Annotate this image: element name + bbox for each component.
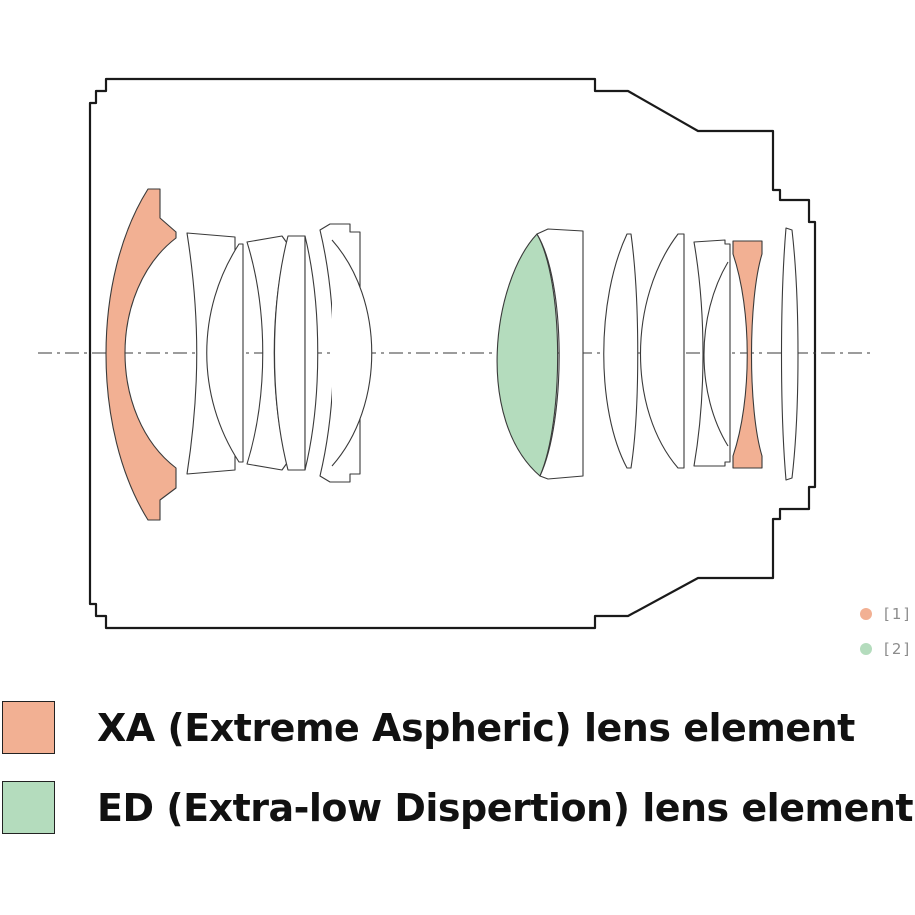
xa-lens-element [105,188,177,521]
legend-row-ed: ED (Extra-low Dispertion) lens element [0,781,914,834]
mini-legend-marker-2 [860,643,872,655]
mini-legend-marker-1 [860,608,872,620]
mini-legend-label-1: [1] [884,605,911,623]
lens-element [640,233,685,469]
legend-label-xa: XA (Extreme Aspheric) lens element [97,705,855,750]
lens-element [304,235,319,471]
lens-element [206,243,244,463]
lens-element [273,235,306,471]
lens-diagram: [1] [2] [38,77,911,658]
lens-element [703,261,729,447]
legend-label-ed: ED (Extra-low Dispertion) lens element [97,785,914,830]
lens-element [780,227,799,481]
legend-swatch-xa [2,701,55,754]
lens-element [331,239,373,467]
mini-legend-label-2: [2] [884,640,911,658]
lens-element [536,228,584,480]
lens-element [603,233,639,469]
legend-row-xa: XA (Extreme Aspheric) lens element [0,701,855,754]
legend-swatch-ed [2,781,55,834]
xa-lens-element [732,240,763,469]
